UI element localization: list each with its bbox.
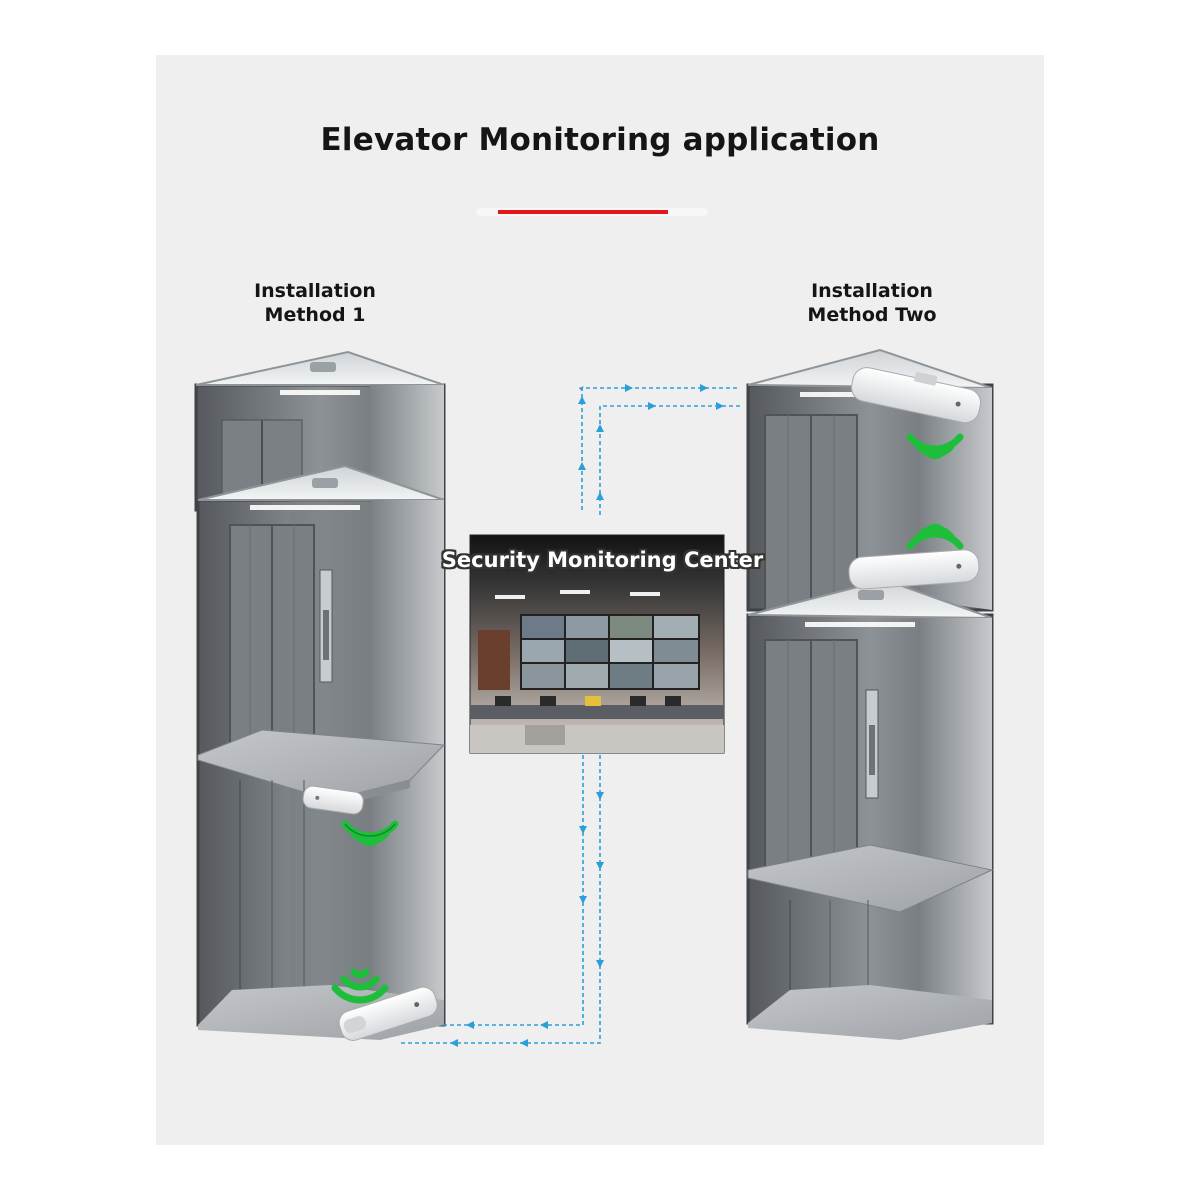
bottom-link-inner [400,755,601,1044]
wifi-signal-icon [906,433,964,460]
arrow-right-icon [648,402,656,410]
main-cabin-right [746,578,994,1040]
arrow-down-icon [596,792,604,800]
elevator-method-two [746,348,994,1040]
arrow-down-icon [579,896,587,904]
wireless-bridge-device-icon [848,549,980,590]
title-underline [476,208,708,216]
arrow-down-icon [596,862,604,870]
network-links [400,386,740,1044]
bottom-link-outer [440,755,584,1026]
method-two-line1: Installation [811,280,933,302]
wireless-bridge-device-icon [851,367,982,424]
arrow-left-icon [466,1021,474,1029]
method-one-line1: Installation [254,280,376,302]
arrow-icons [450,384,724,1047]
wifi-signal-icon [331,968,389,1004]
top-link-inner [599,405,740,515]
method-one-line2: Method 1 [264,304,366,326]
arrow-up-icon [578,462,586,470]
method-one-label: Installation Method 1 [205,279,425,327]
title-accent-bar [498,210,668,214]
wireless-bridge-device-icon [302,785,364,815]
video-wall [520,614,700,690]
arrow-left-icon [450,1039,458,1047]
elevator-method-one [194,350,446,1041]
arrow-up-icon [578,396,586,404]
wifi-signal-icon [341,820,399,847]
monitoring-center-image [469,534,725,754]
monitoring-center-label: Security Monitoring Center [441,548,764,572]
arrow-up-icon [596,424,604,432]
arrow-up-icon [596,492,604,500]
arrow-down-icon [596,960,604,968]
arrow-right-icon [700,384,708,392]
method-two-label: Installation Method Two [762,279,982,327]
arrow-left-icon [540,1021,548,1029]
arrow-left-icon [520,1039,528,1047]
method-two-line2: Method Two [807,304,937,326]
top-link-outer [578,386,740,510]
main-cabin-left [196,464,446,1040]
wireless-bridge-device-icon [338,986,438,1041]
arrow-down-icon [579,826,587,834]
wifi-signal-icon [906,523,964,550]
arrow-right-icon [625,384,633,392]
page-title: Elevator Monitoring application [320,122,880,158]
arrow-right-icon [716,402,724,410]
